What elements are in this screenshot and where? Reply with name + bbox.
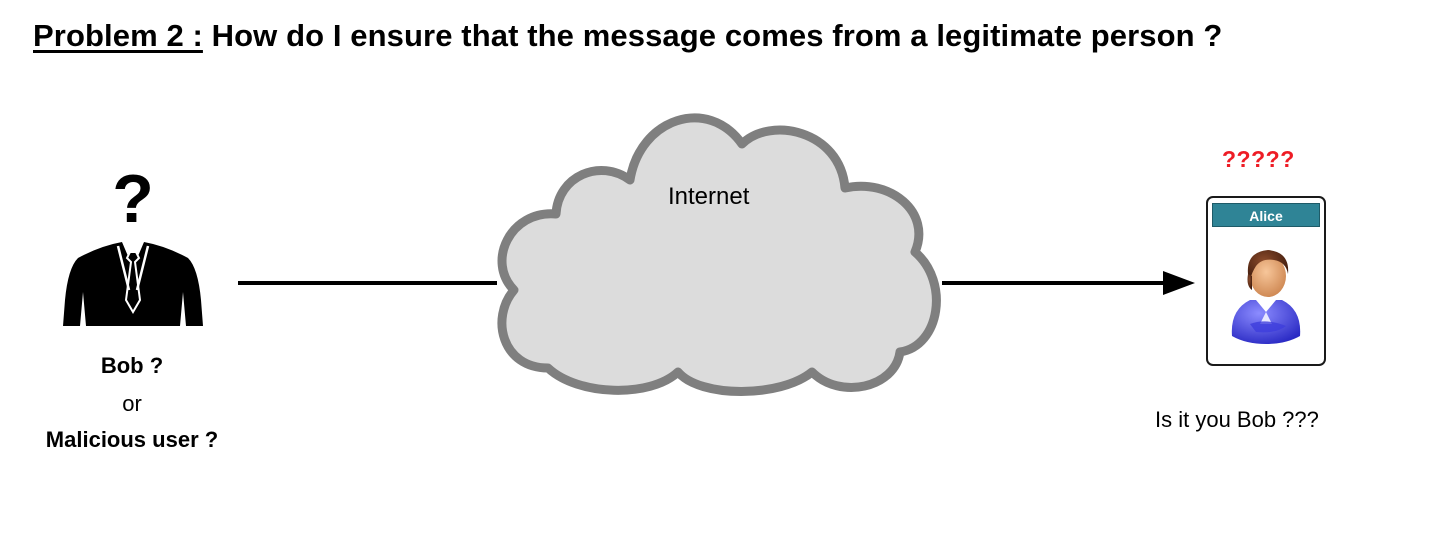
sender-label-malicious: Malicious user ? xyxy=(22,424,242,456)
svg-text:?: ? xyxy=(112,161,154,237)
title-prefix: Problem 2 : xyxy=(33,18,203,53)
businessman-question-icon: ? xyxy=(63,161,203,326)
receiver-card-header: Alice xyxy=(1212,203,1320,227)
title-text: How do I ensure that the message comes f… xyxy=(211,18,1223,53)
user-avatar-icon xyxy=(1231,250,1301,344)
receiver-card: Alice xyxy=(1206,196,1326,366)
sender-label-or: or xyxy=(22,388,242,420)
connection-arrow-right xyxy=(942,271,1195,295)
sender-line1: Bob ? xyxy=(100,353,164,378)
sender-line2: or xyxy=(122,391,142,416)
sender-line3: Malicious user ? xyxy=(45,427,219,452)
cloud-icon xyxy=(497,113,941,396)
internet-label: Internet xyxy=(668,183,750,210)
page-title: Problem 2 : How do I ensure that the mes… xyxy=(33,18,1222,54)
receiver-caption: Is it you Bob ??? xyxy=(1155,407,1319,432)
alert-question-marks: ????? xyxy=(1222,146,1295,172)
sender-label-bob: Bob ? xyxy=(22,350,242,382)
